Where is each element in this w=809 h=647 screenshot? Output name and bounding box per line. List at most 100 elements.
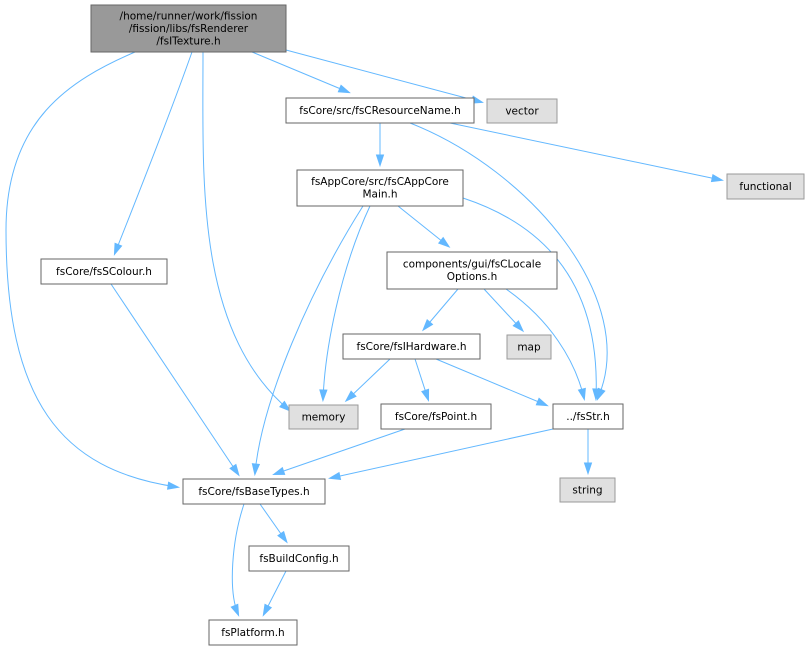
- node-root[interactable]: /home/runner/work/fission/fission/libs/f…: [90, 4, 287, 53]
- edge-point-to-basetypes: [272, 428, 406, 476]
- node-string: string: [559, 477, 616, 503]
- node-label-line: fsCore/fsIHardware.h: [357, 341, 467, 353]
- edge-line: [346, 358, 391, 401]
- node-box: [296, 169, 464, 207]
- edge-line: [505, 288, 585, 399]
- edge-arrowhead: [710, 173, 725, 183]
- node-basetypes[interactable]: fsCore/fsBaseTypes.h: [182, 478, 326, 505]
- node-label-line: fsCore/fsSColour.h: [56, 266, 152, 278]
- edge-appcore-to-basetypes: [251, 205, 364, 477]
- edge-arrowhead: [251, 463, 261, 477]
- edge-arrowhead: [535, 397, 549, 407]
- node-box: [386, 251, 558, 290]
- edge-arrowhead: [272, 466, 286, 476]
- node-label-line: fsCore/fsPoint.h: [395, 411, 477, 423]
- node-box: [40, 258, 168, 285]
- edge-locale-to-hardware: [422, 288, 459, 332]
- edge-root-to-basetypes: [5, 51, 181, 490]
- edge-arrowhead: [262, 603, 273, 617]
- edge-root-to-resname: [251, 51, 351, 94]
- node-functional: functional: [726, 173, 805, 200]
- node-box: [285, 97, 475, 124]
- edge-locale-to-fsstr: [505, 288, 586, 401]
- node-label-line: vector: [505, 105, 539, 117]
- node-label-line: fsAppCore/src/fsCAppCore: [311, 176, 449, 188]
- node-box: [288, 404, 359, 430]
- edge-resname-to-appcore: [375, 123, 385, 168]
- nodes-layer: /home/runner/work/fission/fission/libs/f…: [40, 4, 805, 646]
- edge-arrowhead: [592, 388, 601, 402]
- edge-line: [231, 503, 245, 615]
- node-point[interactable]: fsCore/fsPoint.h: [380, 403, 492, 430]
- edge-arrowhead: [421, 388, 430, 402]
- edge-arrowhead: [279, 400, 292, 412]
- edges-layer: [5, 49, 725, 617]
- edge-hardware-to-memory: [344, 358, 391, 403]
- edge-root-to-memory: [202, 51, 292, 412]
- edge-resname-to-functional: [449, 122, 725, 183]
- edge-buildconfig-to-platform: [262, 570, 287, 617]
- edge-arrowhead: [512, 320, 525, 333]
- edge-arrowhead: [277, 530, 288, 544]
- edge-fsstr-to-string: [583, 429, 593, 476]
- edge-hardware-to-point: [414, 358, 430, 402]
- edge-root-to-vector: [285, 49, 484, 104]
- node-label-line: Main.h: [362, 189, 397, 201]
- node-label-line: fsPlatform.h: [221, 627, 284, 639]
- edge-line: [251, 51, 349, 93]
- node-box: [342, 333, 481, 360]
- node-label-line: functional: [739, 181, 791, 193]
- edge-arrowhead: [229, 463, 240, 477]
- node-vector: vector: [486, 98, 558, 124]
- edge-line: [285, 49, 482, 103]
- node-scolour[interactable]: fsCore/fsSColour.h: [40, 258, 168, 285]
- node-box: [726, 173, 805, 200]
- edge-line: [202, 51, 290, 411]
- node-label-line: fsCore/src/fsCResourceName.h: [299, 105, 461, 117]
- edge-arrowhead: [577, 387, 586, 401]
- node-box: [248, 545, 350, 572]
- edge-locale-to-map: [483, 288, 525, 333]
- node-box: [182, 478, 326, 505]
- node-memory: memory: [288, 404, 359, 430]
- edge-line: [110, 283, 239, 475]
- node-hardware[interactable]: fsCore/fsIHardware.h: [342, 333, 481, 360]
- node-label-line: /home/runner/work/fission: [120, 10, 258, 22]
- edge-line: [5, 51, 178, 488]
- edge-arrowhead: [319, 389, 328, 403]
- node-label-line: components/gui/fsCLocale: [403, 259, 541, 271]
- edge-line: [397, 205, 449, 247]
- edge-line: [254, 205, 364, 474]
- edge-line: [274, 428, 406, 475]
- node-box: [90, 4, 287, 53]
- edge-arrowhead: [327, 471, 342, 481]
- node-box: [486, 98, 558, 124]
- edge-arrowhead: [337, 84, 351, 94]
- edge-line: [449, 122, 722, 181]
- node-label-line: ../fsStr.h: [566, 411, 610, 423]
- node-label-line: /fission/libs/fsRenderer: [129, 23, 249, 35]
- node-label-line: memory: [302, 411, 346, 423]
- edge-line: [330, 428, 554, 479]
- node-resname[interactable]: fsCore/src/fsCResourceName.h: [285, 97, 475, 124]
- edge-line: [409, 122, 608, 399]
- edge-line: [462, 197, 597, 399]
- node-fsstr[interactable]: ../fsStr.h: [552, 403, 624, 430]
- edge-appcore-to-locale: [397, 205, 451, 248]
- edge-arrowhead: [113, 242, 123, 256]
- node-box: [552, 403, 624, 430]
- node-box: [380, 403, 492, 430]
- edge-arrowhead: [166, 481, 181, 490]
- node-label-line: map: [517, 341, 541, 353]
- edge-basetypes-to-platform: [230, 503, 245, 617]
- edge-basetypes-to-buildconfig: [259, 503, 288, 544]
- node-platform[interactable]: fsPlatform.h: [208, 619, 298, 646]
- node-buildconfig[interactable]: fsBuildConfig.h: [248, 545, 350, 572]
- edge-fsstr-to-basetypes: [327, 428, 554, 481]
- node-label-line: string: [572, 484, 602, 496]
- edge-arrowhead: [230, 603, 240, 617]
- edge-scolour-to-basetypes: [110, 283, 240, 477]
